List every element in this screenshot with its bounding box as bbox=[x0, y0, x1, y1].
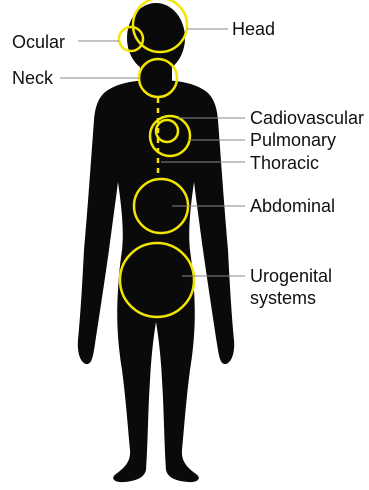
label-abdominal: Abdominal bbox=[250, 196, 335, 216]
label-cardiovascular: Cadiovascular bbox=[250, 108, 364, 128]
label-thoracic: Thoracic bbox=[250, 153, 319, 173]
label-neck: Neck bbox=[12, 68, 54, 88]
silhouette-legs bbox=[113, 290, 199, 482]
label-head: Head bbox=[232, 19, 275, 39]
label-ocular: Ocular bbox=[12, 32, 65, 52]
label-systems: systems bbox=[250, 288, 316, 308]
label-pulmonary: Pulmonary bbox=[250, 130, 336, 150]
label-urogenital: Urogenital bbox=[250, 266, 332, 286]
